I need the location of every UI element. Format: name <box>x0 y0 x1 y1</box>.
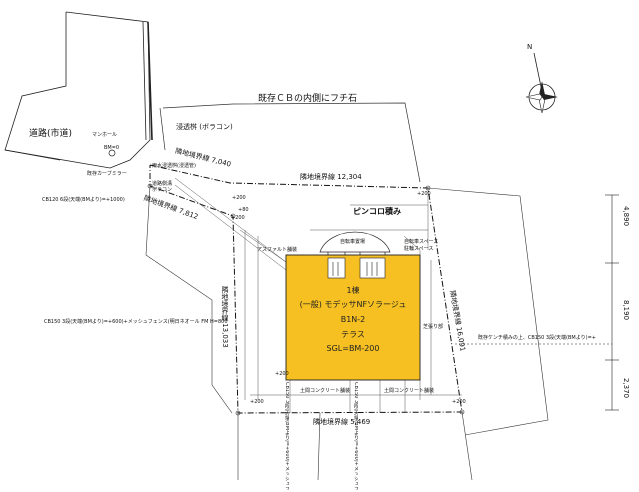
north-label: N <box>527 43 533 51</box>
concrete-paving-2: 土間コンクリート舗装 <box>384 388 435 394</box>
building-sgl: SGL=BM-200 <box>326 344 380 353</box>
road-area <box>4 11 153 169</box>
level-a: +200 <box>232 195 246 201</box>
culvert-label: CB120 6段(天端(BMより)=+1000) <box>42 197 125 203</box>
bm-label: BM=0 <box>104 145 120 151</box>
grass-label: 芝張り部 <box>423 324 444 330</box>
level-d: +200 <box>250 399 264 405</box>
bike-label: 自転車置場 <box>340 239 366 245</box>
right-fence-note: 既存ケンチ積みの上、CB150 3段(天端(BMより)=+ <box>478 335 596 341</box>
culvert2-label: 雨水浸透桝(浸透管) <box>152 163 196 169</box>
left-fence-note: CB150 3段(天端(BMより)=+600)+メッシュフェンス(明日ネオール … <box>44 319 228 325</box>
boundary-top: 隣地境界線 12,304 <box>300 173 362 181</box>
building-name: 1棟 <box>346 286 360 295</box>
parking-label: 駐輪スペース <box>404 246 434 252</box>
curb-mirror-label: 既存カーブミラー <box>87 171 127 177</box>
concrete-paving-1: 土間コンクリート舗装 <box>300 388 351 394</box>
infiltration-label: 浸透桝 (ボラコン) <box>176 123 233 131</box>
boundary-bottom: 隣地境界線 5,469 <box>313 418 371 426</box>
road-label: 道路(市道) <box>29 129 73 139</box>
existing-cb-outline <box>159 102 421 183</box>
level-b: +200 <box>231 215 245 221</box>
culvert3-label: 道路側溝 <box>152 181 173 187</box>
asphalt-label: アスファルト舗装 <box>257 247 298 253</box>
pt-marker <box>235 410 241 416</box>
manhole-label: マンホール <box>92 132 118 138</box>
building-model: (一般) モデッサNFソラージュ <box>299 300 407 309</box>
pt-marker <box>425 185 431 191</box>
left-vertical-note-2: CB150 3段(天端(BMより)=+600)+メッシュフェンス(明日ネオール … <box>353 382 358 490</box>
north-arrow-icon <box>525 52 558 114</box>
dimension-right-1: 4,890 <box>622 206 630 227</box>
left-vertical-note-1: CB150 3段(天端(BMより)=+600)+メッシュフェンス(明日ネオール … <box>284 382 289 490</box>
building-code: B1N-2 <box>340 315 366 324</box>
dimension-right-3: 2,370 <box>622 378 630 399</box>
right-dimension <box>455 194 619 411</box>
building-terrace: テラス <box>341 330 365 339</box>
level-e: +200 <box>275 371 289 377</box>
title-note: 既存ＣＢの内側にフチ石 <box>258 94 358 104</box>
level-c: +80 <box>238 207 249 213</box>
pt-marker <box>147 183 153 189</box>
boundary-left: 隣地境界線 13,033 <box>221 286 229 348</box>
pt-marker <box>459 409 465 415</box>
building-voids <box>327 257 386 279</box>
level-f: +200 <box>452 399 466 405</box>
stairs-label: ピンコロ積み <box>353 207 401 216</box>
dimension-right-2: 8,190 <box>622 300 630 321</box>
bike2-label: 自転車スペース <box>404 239 439 245</box>
culvert4-label: ボラコン <box>152 187 173 193</box>
level-right: +200 <box>417 191 431 197</box>
outer-boundaries <box>145 185 549 481</box>
pt-marker <box>230 213 236 219</box>
manhole-symbol <box>108 149 116 157</box>
building-footprint <box>285 254 421 381</box>
